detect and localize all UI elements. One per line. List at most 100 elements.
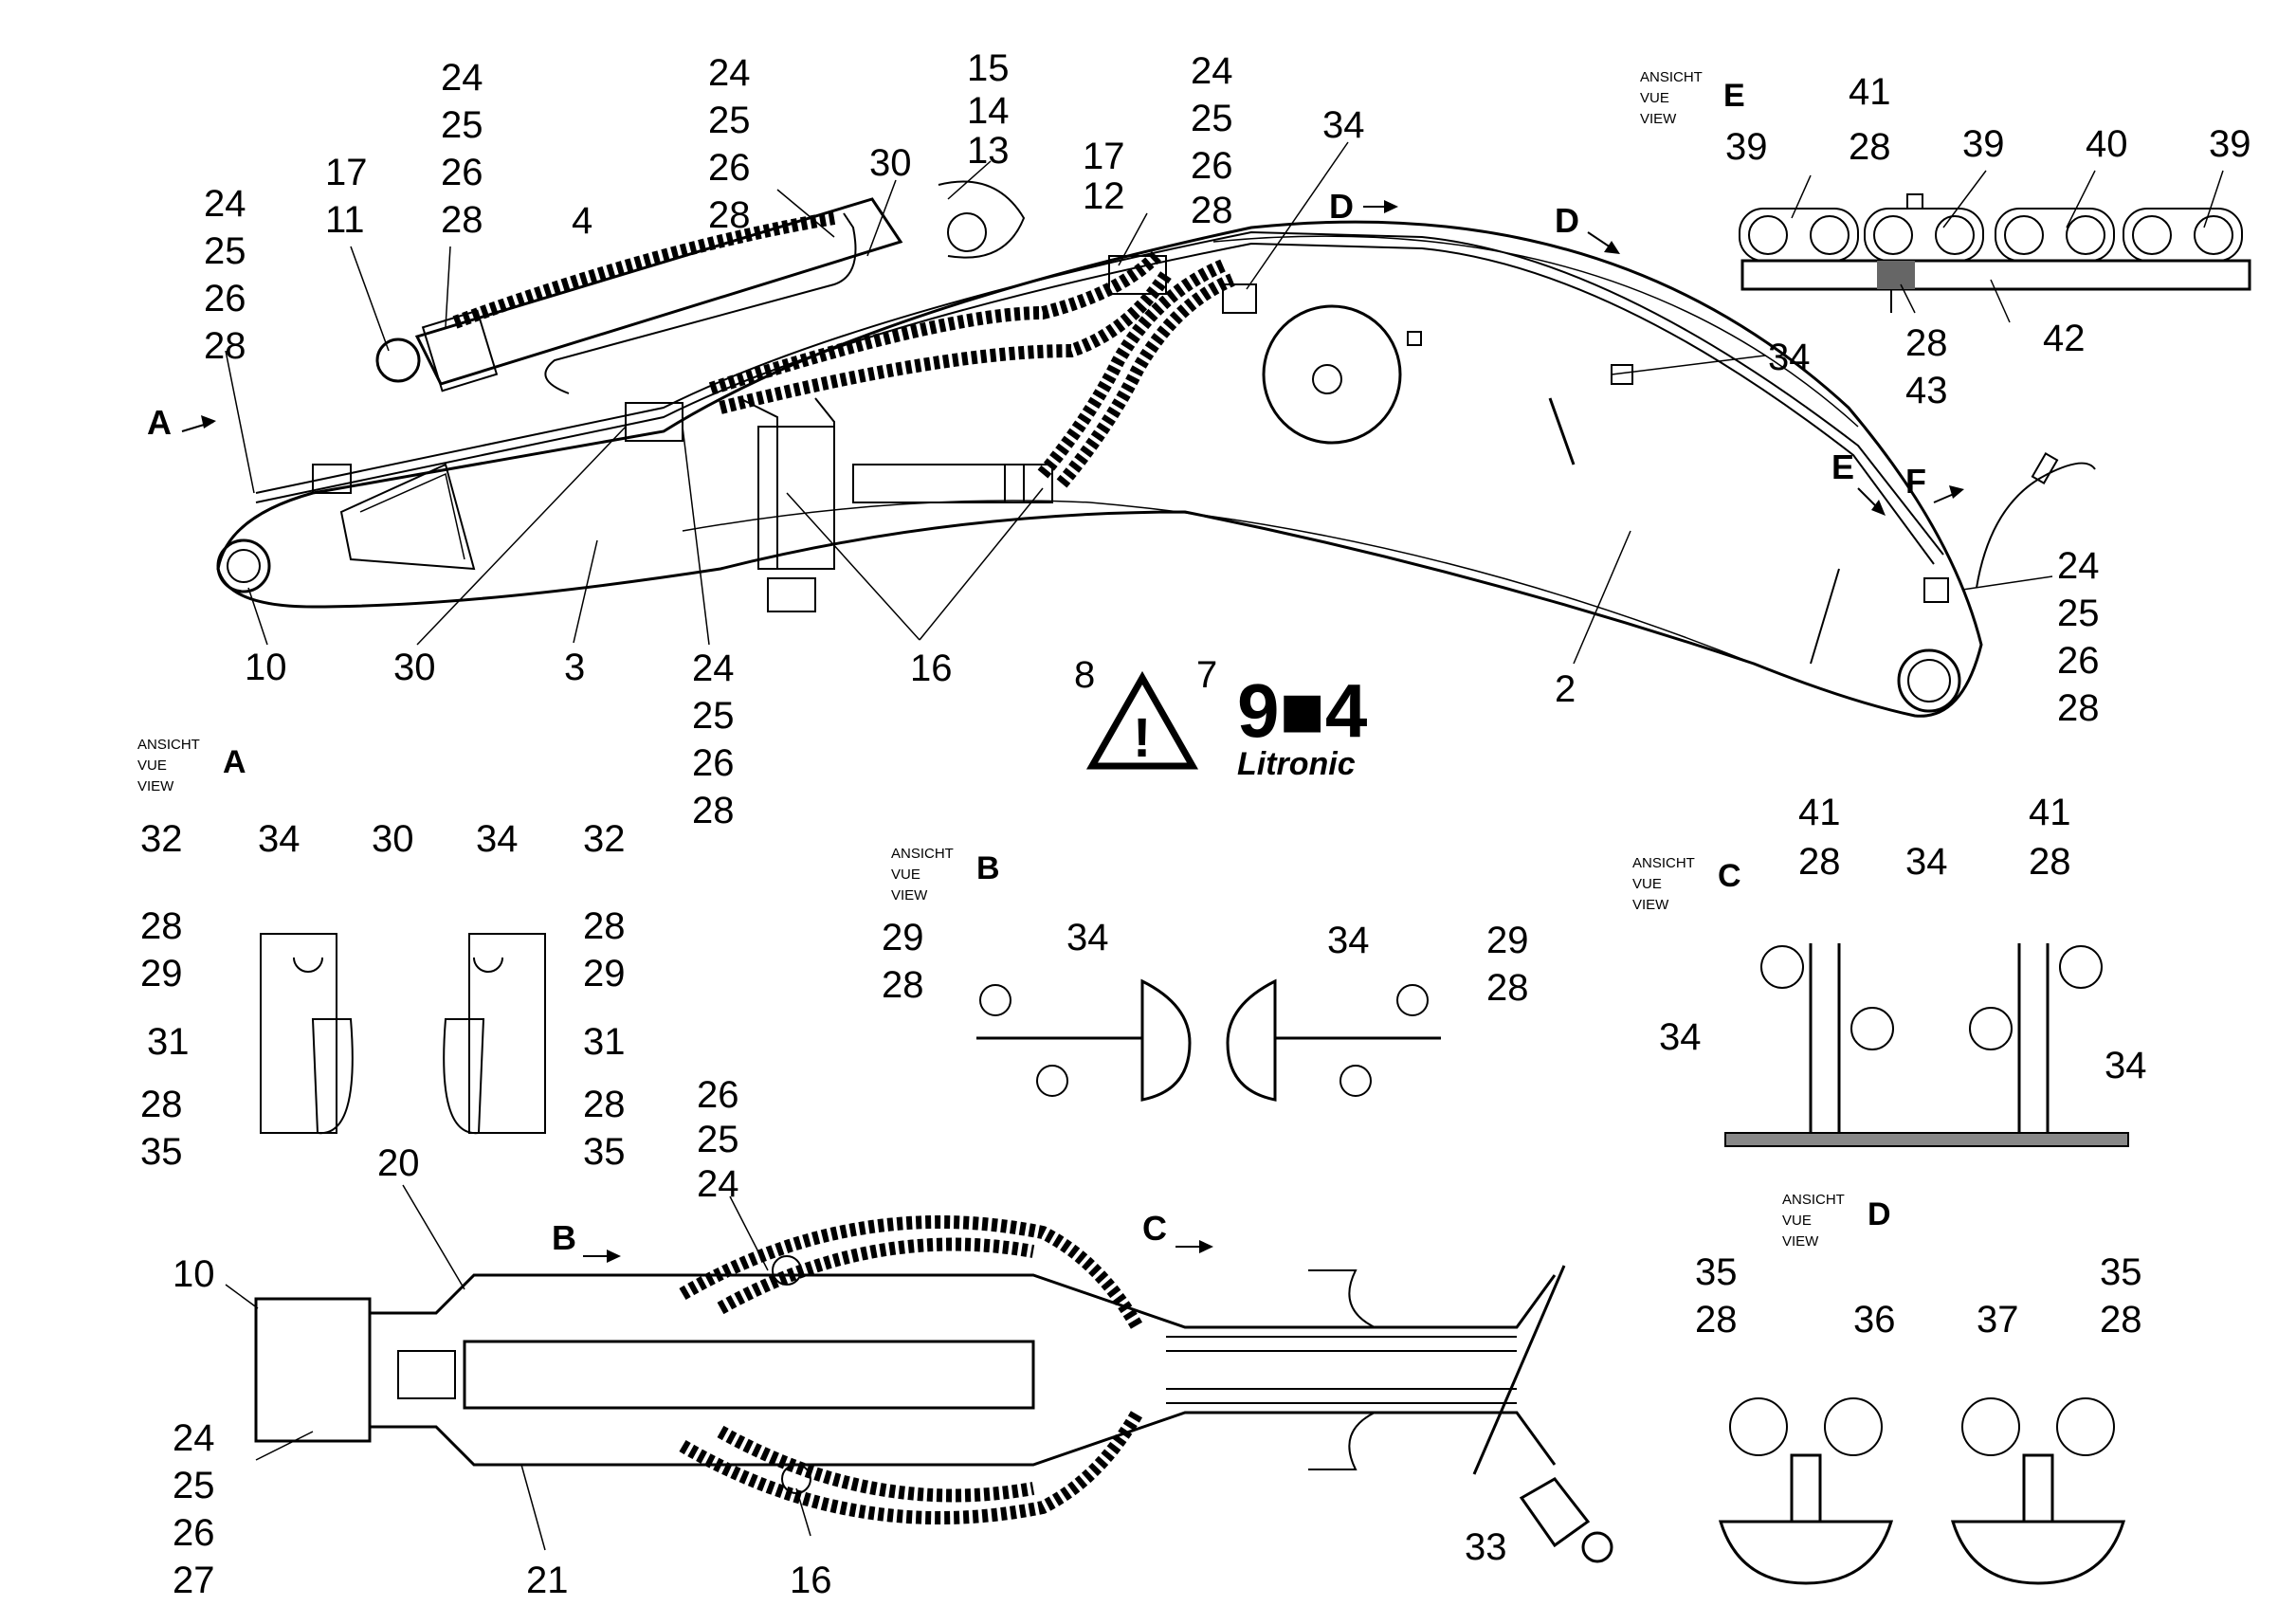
- clamp-block-2: [625, 402, 683, 442]
- view-e-prefix-2: VUE: [1640, 90, 1669, 106]
- callout-g3-2: 25: [441, 104, 483, 146]
- callout-g5-3: 26: [708, 147, 751, 189]
- callout-g3-3: 26: [441, 152, 483, 193]
- view-a-34r: 34: [476, 818, 519, 860]
- hose-c: [719, 271, 1172, 414]
- leader-g14: [416, 426, 627, 646]
- boom-disc-hub: [1312, 364, 1342, 394]
- callout-g5-1: 24: [708, 52, 751, 94]
- callout-g5-2: 25: [708, 100, 751, 141]
- lower-frame-inner: [359, 472, 465, 560]
- leader-g3: [445, 246, 451, 328]
- leader-g12: [1961, 575, 2053, 591]
- bottom-callout-10: 10: [173, 1253, 215, 1295]
- view-d-l-clamp-2: [1824, 1397, 1883, 1456]
- view-a-32l: 32: [140, 818, 183, 860]
- callout-g14: 30: [393, 647, 436, 688]
- view-d: ANSICHT VUE VIEW D 35 28 36 35 37 28: [1695, 1192, 2142, 1585]
- callout-g4: 4: [572, 200, 592, 242]
- view-e-callout-28: 28: [1849, 126, 1891, 168]
- view-a-28rb: 28: [583, 1084, 626, 1125]
- view-e-callout-43: 43: [1905, 370, 1948, 411]
- callout-g16-4: 28: [692, 790, 735, 831]
- bottom-callout-26: 26: [697, 1074, 739, 1116]
- callout-g5-4: 28: [708, 194, 751, 236]
- boom-side-view: A D D E F 24 25 26 28 17 11 24 25 26 28 …: [147, 47, 2100, 831]
- hose-a: [452, 211, 836, 329]
- view-b-right-head: [1226, 978, 1277, 1102]
- bottom-callout-25: 25: [697, 1119, 739, 1160]
- top-view-clamp-bottom: [781, 1464, 811, 1494]
- view-d-letter: D: [1868, 1196, 1891, 1232]
- arrow-label-d1: D: [1329, 187, 1354, 226]
- callout-g17: 16: [910, 648, 953, 689]
- view-d-l-base: [1718, 1520, 1894, 1585]
- clamp-block-4: [1222, 283, 1257, 314]
- arrow-label-e: E: [1831, 447, 1854, 486]
- view-e-pipe-3: [1873, 215, 1913, 255]
- view-b-clamp-2: [1036, 1065, 1068, 1097]
- view-e-bolt-head: [1906, 193, 1923, 210]
- boom-foot-eye: [216, 538, 271, 593]
- callout-g1-3: 26: [204, 278, 246, 319]
- view-c-28a: 28: [1798, 841, 1841, 883]
- view-b-letter: B: [976, 850, 1000, 886]
- bottom-leader-20: [402, 1184, 465, 1290]
- hose-b: [708, 250, 1161, 395]
- view-e-pipe-5: [2004, 215, 2044, 255]
- arrow-label-b: B: [552, 1218, 576, 1257]
- boom-top-view: B C 10 20 26 25 24 24 25 26 27 21 16 33: [173, 1074, 1613, 1601]
- view-e-leader-6: [1900, 283, 1916, 314]
- pipe-upper: [255, 230, 1944, 556]
- view-b-left-head: [1140, 978, 1192, 1102]
- view-d-prefix-1: ANSICHT: [1782, 1192, 1845, 1208]
- callout-g1-2: 25: [204, 230, 246, 272]
- view-e-pipe-6: [2066, 215, 2105, 255]
- grease-nipple-ball: [1581, 1531, 1613, 1563]
- view-a-31r: 31: [583, 1021, 626, 1063]
- view-e-clamp-4: [2123, 208, 2243, 262]
- callout-g10: 34: [1322, 104, 1365, 146]
- leader-g15: [573, 539, 598, 644]
- view-e-callout-28b: 28: [1905, 322, 1948, 364]
- leader-g7: [947, 160, 992, 200]
- callout-g16-1: 24: [692, 648, 735, 689]
- bottom-callout-27: 27: [173, 1560, 215, 1601]
- arrow-label-f: F: [1905, 462, 1926, 501]
- lower-frame: [339, 463, 476, 571]
- view-d-35r: 35: [2100, 1251, 2142, 1293]
- top-view-hose-3: [679, 1409, 1144, 1525]
- view-d-28r: 28: [2100, 1299, 2142, 1341]
- cylinder-4-eye: [375, 338, 421, 383]
- view-e-pipe-1: [1748, 215, 1788, 255]
- view-a: ANSICHT VUE VIEW A 32 34 30 34 32 28 29 …: [137, 737, 626, 1173]
- view-e-pipe-2: [1810, 215, 1850, 255]
- view-c-clamp-4: [1969, 1007, 2013, 1050]
- callout-g8-1: 17: [1083, 136, 1125, 177]
- boom-foot-pin: [227, 549, 261, 583]
- callout-g2-1: 17: [325, 152, 368, 193]
- view-c-34r: 34: [2105, 1045, 2147, 1086]
- view-d-35l: 35: [1695, 1251, 1738, 1293]
- valve-nut: [767, 577, 816, 612]
- view-b-clamp-1: [979, 984, 1011, 1016]
- view-b-clamp-3: [1339, 1065, 1372, 1097]
- view-e-callout-39a: 39: [1725, 126, 1768, 168]
- callout-g16-3: 26: [692, 742, 735, 784]
- callout-g7-3: 13: [967, 130, 1010, 172]
- view-d-r-clamp-1: [1961, 1397, 2020, 1456]
- callout-g8-2: 12: [1083, 175, 1125, 217]
- leader-g9: [1118, 212, 1148, 266]
- view-e-letter: E: [1723, 78, 1745, 114]
- boom-end-line: [1810, 568, 1840, 665]
- hose-e: [1056, 273, 1235, 488]
- view-a-28l: 28: [140, 905, 183, 947]
- hose-d: [1037, 259, 1226, 479]
- view-e-pipe-8: [2194, 215, 2233, 255]
- view-d-r-clamp-2: [2056, 1397, 2115, 1456]
- view-a-31l: 31: [147, 1021, 190, 1063]
- view-e-pipe-7: [2132, 215, 2172, 255]
- arrow-f-head: [1949, 485, 1964, 499]
- lower-cylinder: [852, 464, 1025, 503]
